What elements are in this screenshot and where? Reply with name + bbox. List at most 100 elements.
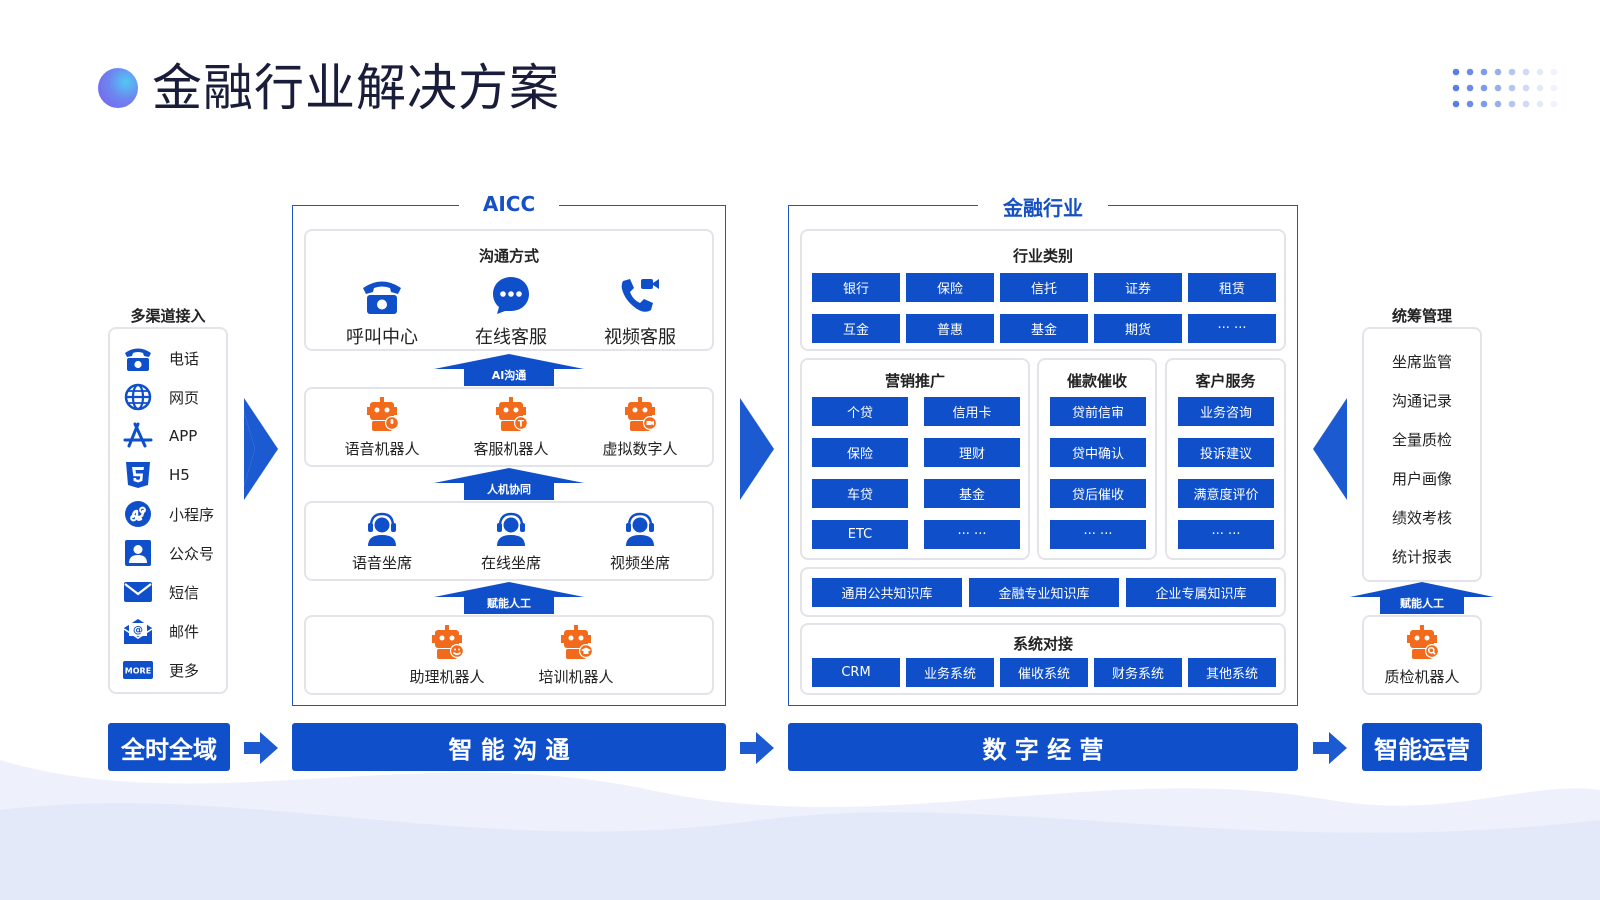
service-tag[interactable]: ··· ···	[1178, 520, 1274, 549]
assist-panel: 助理机器人 培训机器人	[304, 615, 714, 695]
decorative-dots	[1452, 68, 1558, 108]
knowledge-tag[interactable]: 通用公共知识库	[812, 578, 962, 607]
channel-phone[interactable]: 电话	[122, 340, 199, 376]
ai-comm-chevron-icon	[434, 354, 584, 386]
management-item[interactable]: 全量质检	[1391, 431, 1452, 449]
marketing-tag[interactable]: ··· ···	[924, 520, 1020, 549]
marketing-tag[interactable]: 车贷	[812, 479, 908, 508]
collection-tag[interactable]: 贷后催收	[1050, 479, 1146, 508]
management-item[interactable]: 用户画像	[1391, 470, 1452, 488]
management-item[interactable]: 统计报表	[1391, 548, 1452, 566]
management-item[interactable]: 绩效考核	[1391, 509, 1452, 527]
collection-panel: 催款催收 贷前信审 贷中确认 贷后催收 ··· ···	[1037, 358, 1157, 560]
assistant-robot-icon	[382, 624, 512, 664]
category-tag[interactable]: 银行	[812, 273, 900, 302]
category-tag[interactable]: 保险	[906, 273, 994, 302]
service-title: 客户服务	[1195, 372, 1256, 390]
comm-video-service[interactable]: 视频客服	[575, 275, 705, 349]
category-tag[interactable]: 证券	[1094, 273, 1182, 302]
channel-h5[interactable]: H5	[122, 457, 190, 493]
robot-digital-human[interactable]: 虚拟数字人	[575, 396, 705, 459]
marketing-tag[interactable]: 个贷	[812, 397, 908, 426]
collection-tag[interactable]: 贷中确认	[1050, 438, 1146, 467]
globe-icon	[122, 381, 154, 413]
category-tag[interactable]: 信托	[1000, 273, 1088, 302]
service-panel: 客户服务 业务咨询 投诉建议 满意度评价 ··· ···	[1165, 358, 1286, 560]
robot-voice[interactable]: 语音机器人	[317, 396, 447, 459]
comm-label: 在线客服	[475, 327, 547, 348]
channel-label: 网页	[169, 388, 200, 407]
mail-icon: @	[122, 615, 154, 647]
comm-online-service[interactable]: 在线客服	[446, 275, 576, 349]
channel-app[interactable]: APP	[122, 418, 197, 454]
headset-agent-icon	[446, 510, 576, 550]
telephone-icon	[122, 342, 154, 374]
collection-tag[interactable]: 贷前信审	[1050, 397, 1146, 426]
comm-call-center[interactable]: 呼叫中心	[317, 275, 447, 349]
robot-qc[interactable]: 质检机器人	[1357, 624, 1487, 687]
systems-panel: 系统对接 CRM 业务系统 催收系统 财务系统 其他系统	[800, 623, 1286, 695]
category-tag[interactable]: 租赁	[1188, 273, 1276, 302]
knowledge-tag[interactable]: 企业专属知识库	[1126, 578, 1276, 607]
marketing-tag[interactable]: ETC	[812, 520, 908, 549]
system-tag[interactable]: CRM	[812, 658, 900, 687]
marketing-tag[interactable]: 基金	[924, 479, 1020, 508]
channel-web[interactable]: 网页	[122, 379, 199, 415]
system-tag[interactable]: 其他系统	[1188, 658, 1276, 687]
category-tag[interactable]: 互金	[812, 314, 900, 343]
service-tag[interactable]: 满意度评价	[1178, 479, 1274, 508]
category-tag[interactable]: ··· ···	[1188, 314, 1276, 343]
seat-video[interactable]: 视频坐席	[575, 510, 705, 573]
human-machine-label: 人机协同	[487, 483, 531, 496]
system-tag[interactable]: 催收系统	[1000, 658, 1088, 687]
robot-label: 虚拟数字人	[602, 440, 678, 458]
robot-assistant[interactable]: 助理机器人	[382, 624, 512, 687]
management-item[interactable]: 沟通记录	[1391, 392, 1452, 410]
channel-mini-program[interactable]: 小程序	[122, 496, 214, 532]
service-tag[interactable]: 业务咨询	[1178, 397, 1274, 426]
knowledge-tag[interactable]: 金融专业知识库	[969, 578, 1119, 607]
channel-sms[interactable]: 短信	[122, 574, 199, 610]
voice-robot-icon	[317, 396, 447, 436]
collection-tag[interactable]: ··· ···	[1050, 520, 1146, 549]
channel-label: 短信	[169, 583, 200, 602]
robot-service[interactable]: T 客服机器人	[446, 396, 576, 459]
robots-panel: 语音机器人 T 客服机器人 虚拟数字人	[304, 387, 714, 467]
management-title: 统筹管理	[1391, 307, 1452, 325]
svg-text:T: T	[518, 420, 525, 430]
category-tag[interactable]: 普惠	[906, 314, 994, 343]
marketing-title: 营销推广	[884, 372, 945, 390]
seats-panel: 语音坐席 在线坐席 视频坐席	[304, 501, 714, 581]
category-tag[interactable]: 基金	[1000, 314, 1088, 343]
channel-more[interactable]: MORE 更多	[122, 652, 199, 688]
comm-label: 视频客服	[604, 327, 676, 348]
marketing-tag[interactable]: 信用卡	[924, 397, 1020, 426]
digital-human-robot-icon	[575, 396, 705, 436]
robot-training[interactable]: 培训机器人	[511, 624, 641, 687]
comm-title: 沟通方式	[478, 247, 539, 265]
system-tag[interactable]: 财务系统	[1094, 658, 1182, 687]
systems-title: 系统对接	[1012, 635, 1073, 653]
category-panel: 行业类别 银行 保险 信托 证券 租赁 互金 普惠 基金 期货 ··· ···	[800, 229, 1286, 351]
marketing-tag[interactable]: 保险	[812, 438, 908, 467]
robot-label: 客服机器人	[473, 440, 549, 458]
category-tag[interactable]: 期货	[1094, 314, 1182, 343]
system-tag[interactable]: 业务系统	[906, 658, 994, 687]
channel-mail[interactable]: @ 邮件	[122, 613, 199, 649]
seat-voice[interactable]: 语音坐席	[317, 510, 447, 573]
seat-label: 在线坐席	[480, 554, 541, 572]
mini-program-icon	[122, 498, 154, 530]
robot-label: 助理机器人	[409, 668, 485, 686]
channel-label: H5	[169, 466, 190, 484]
channel-official-account[interactable]: 公众号	[122, 535, 214, 571]
seat-online[interactable]: 在线坐席	[446, 510, 576, 573]
aicc-title: AICC	[459, 192, 559, 216]
channels-title: 多渠道接入	[130, 307, 206, 325]
official-account-icon	[122, 537, 154, 569]
marketing-tag[interactable]: 理财	[924, 438, 1020, 467]
service-tag[interactable]: 投诉建议	[1178, 438, 1274, 467]
video-call-icon	[575, 275, 705, 319]
management-item[interactable]: 坐席监管	[1391, 353, 1452, 371]
seat-label: 语音坐席	[351, 554, 412, 572]
bar-arrow-right-icon	[740, 732, 774, 764]
